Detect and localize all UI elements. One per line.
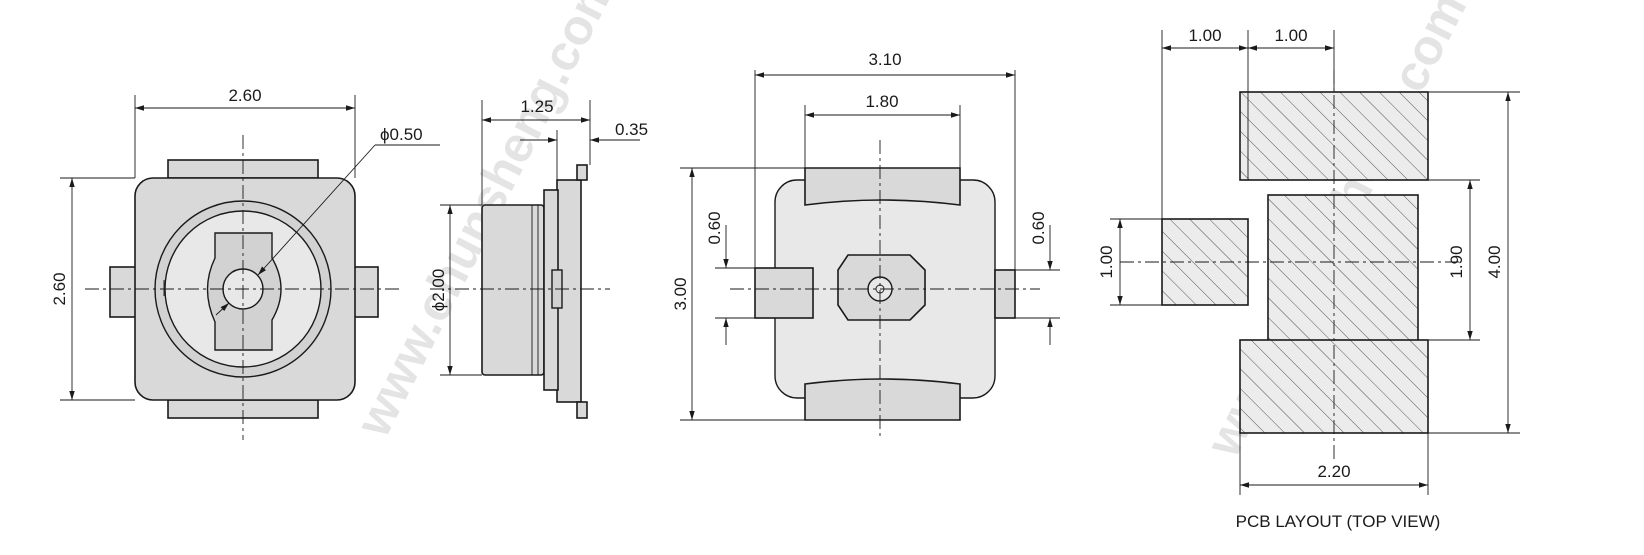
front-width-label: 2.60 [228,86,261,105]
pcb-total-height-label: 4.00 [1485,245,1504,278]
side-length-label: 1.25 [520,97,553,116]
side-pin-bottom [576,401,588,419]
bottom-width-label: 3.10 [868,50,901,69]
bottom-view: 3.10 1.80 3.00 0.60 0.60 [671,50,1060,440]
front-hole-label: ϕ0.50 [380,125,423,144]
front-view: 2.60 2.60 ϕ0.50 [50,86,440,440]
bottom-tab-right-label: 0.60 [1029,211,1048,244]
side-barrel [481,204,545,376]
side-flange-label: 0.35 [615,120,648,139]
bottom-height-label: 3.00 [671,277,690,310]
pcb-center-height-label: 1.90 [1447,245,1466,278]
bottom-left-tab [754,267,814,319]
pcb-layout-view: 1.00 1.00 1.00 1.90 4.00 2.20 PCB LAYOUT… [1097,26,1520,531]
pcb-pad-height-label: 1.00 [1097,245,1116,278]
bottom-tab-left-label: 0.60 [705,211,724,244]
pcb-layout-caption: PCB LAYOUT (TOP VIEW) [1236,512,1441,531]
side-flange [556,179,582,403]
pcb-center-pad [1267,194,1419,346]
side-pin-top [576,164,588,181]
pcb-width-label: 2.20 [1317,462,1350,481]
bottom-bottom-pad [804,378,961,421]
front-left-tab [109,266,139,318]
bottom-pad-width-label: 1.80 [865,92,898,111]
side-view: 1.25 0.35 ϕ2.00 [429,97,648,419]
pcb-gap-left-label: 1.00 [1188,26,1221,45]
front-height-label: 2.60 [50,272,69,305]
bottom-top-pad [804,167,961,206]
pcb-gap-right-label: 1.00 [1274,26,1307,45]
bottom-right-tab [994,269,1016,319]
side-dia-label: ϕ2.00 [429,269,448,312]
